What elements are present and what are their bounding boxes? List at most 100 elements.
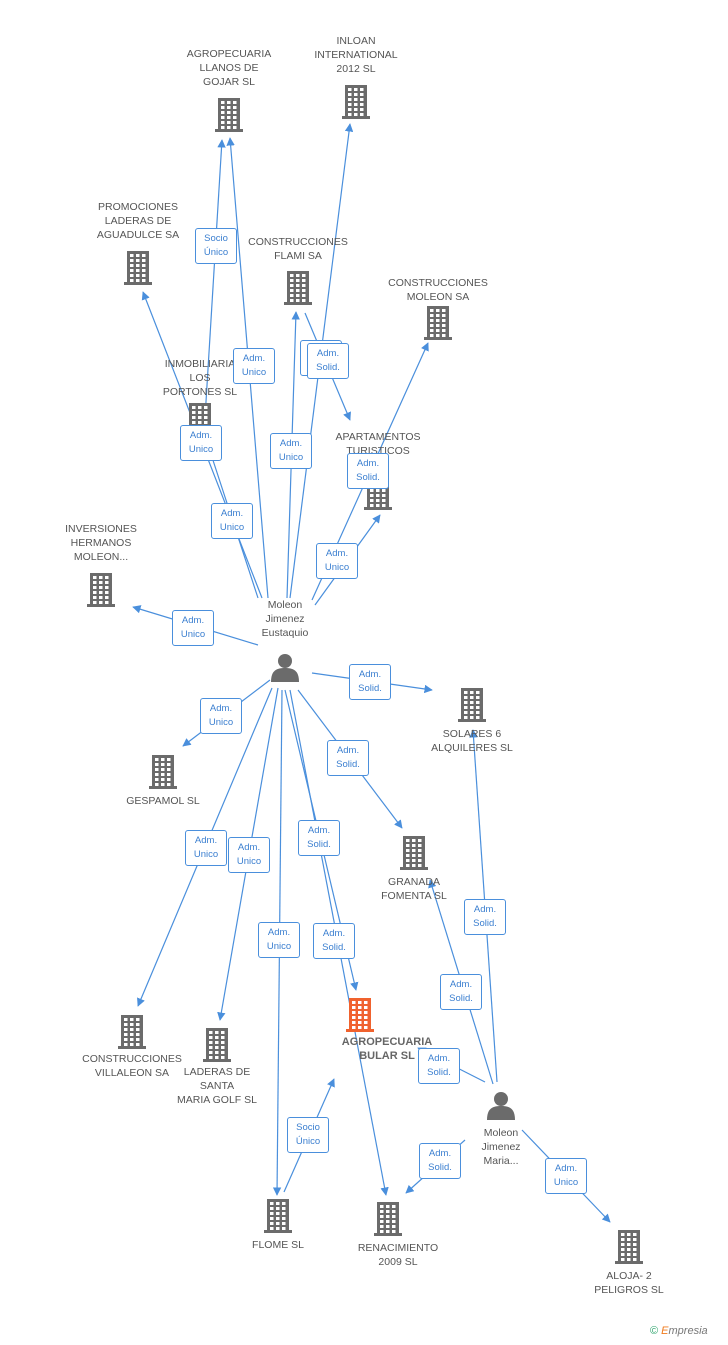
- edge-label-person_eustaquio-to-apartamentos[interactable]: Adm.Unico: [316, 543, 358, 579]
- node-label-line: PROMOCIONES: [98, 201, 178, 213]
- edge-label-person_eustaquio-to-moleon_sa[interactable]: Adm.Solid.: [347, 453, 389, 489]
- company-icon[interactable]: [342, 85, 370, 119]
- node-label-flome[interactable]: FLOME SL: [252, 1238, 304, 1252]
- edge-label-text: Solid.: [473, 918, 497, 929]
- company-icon[interactable]: [424, 306, 452, 340]
- edge-label-person_eustaquio-to-promociones[interactable]: Adm. Unico: [180, 425, 222, 461]
- company-icon[interactable]: [118, 1015, 146, 1049]
- edge-label-person_eustaquio-to-flome[interactable]: Adm.Unico: [258, 922, 300, 958]
- node-label-line: SOLARES 6: [442, 728, 502, 740]
- edge-label-text: Adm.: [220, 508, 244, 519]
- edge-label-person_eustaquio-to-bular[interactable]: Adm.Solid.: [298, 820, 340, 856]
- edge-label-person_eustaquio-to-villaleon[interactable]: Adm.Unico: [185, 830, 227, 866]
- edge-label-text: Adm.: [237, 842, 261, 853]
- node-label-line: GOJAR SL: [203, 76, 255, 88]
- node-label-line: GESPAMOL SL: [126, 795, 200, 807]
- edge-label-person_maria-to-aloja[interactable]: Adm. Unico: [545, 1158, 587, 1194]
- node-label-line: PELIGROS SL: [594, 1284, 664, 1296]
- node-label-line: INMOBILIARIA: [164, 358, 236, 370]
- focus-company-icon[interactable]: [346, 998, 374, 1032]
- edge-label-text: Adm.: [181, 615, 205, 626]
- node-label-line: LADERAS DE: [183, 1066, 251, 1078]
- edge-portones-to-agro_llanos: [204, 139, 226, 419]
- node-label-gespamol[interactable]: GESPAMOL SL: [126, 794, 200, 808]
- node-label-line: PORTONES SL: [162, 386, 238, 398]
- node-label-line: HERMANOS: [70, 537, 132, 549]
- company-icon[interactable]: [149, 755, 177, 789]
- company-icon[interactable]: [458, 688, 486, 722]
- company-icon[interactable]: [264, 1199, 292, 1233]
- edge-label-person_eustaquio-to-laderas_golf[interactable]: Adm.Unico: [228, 837, 270, 873]
- edge-label-text: Solid.: [449, 993, 473, 1004]
- node-label-line: AGROPECUARIA: [186, 48, 272, 60]
- edge-label-person_eustaquio-to-agro_llanos[interactable]: Adm.Unico: [233, 348, 275, 384]
- company-icon[interactable]: [203, 1028, 231, 1062]
- company-icon[interactable]: [124, 251, 152, 285]
- edge-label-text: Adm.: [316, 348, 340, 359]
- node-label-line: APARTAMENTOS: [335, 431, 421, 443]
- edge-label-text: Adm.: [427, 1053, 451, 1064]
- edge-label-text: Unico: [241, 367, 267, 378]
- edge-label-person_maria-to-bular[interactable]: Adm.Solid.: [418, 1048, 460, 1084]
- node-label-line: INTERNATIONAL: [314, 49, 398, 61]
- edge-label-person_eustaquio-to-portones[interactable]: Adm. Unico: [211, 503, 253, 539]
- edge-label-person_eustaquio-to-solares[interactable]: Adm.Solid.: [349, 664, 391, 700]
- edge-label-text: Adm.: [554, 1163, 578, 1174]
- edge-label-text: Adm.: [428, 1148, 452, 1159]
- company-icon[interactable]: [87, 573, 115, 607]
- edge-label-person_eustaquio-to-gespamol[interactable]: Adm.Unico: [200, 698, 242, 734]
- edge-label-text: Unico: [553, 1177, 579, 1188]
- edge-label-text: Unico: [188, 444, 214, 455]
- edge-label-person_eustaquio-to-flami[interactable]: Adm.Unico: [270, 433, 312, 469]
- edge-label-person_eustaquio-to-renacimiento[interactable]: Adm.Solid.: [313, 923, 355, 959]
- node-label-line: Eustaquio: [261, 627, 309, 639]
- company-icon[interactable]: [284, 271, 312, 305]
- node-label-line: Jimenez: [481, 1141, 521, 1153]
- empresia-logo: Empresia: [661, 1325, 708, 1337]
- edge-label-person_maria-to-renacimiento[interactable]: Adm.Solid.: [419, 1143, 461, 1179]
- node-label-line: MOLEON...: [73, 551, 129, 563]
- edge-label-person_maria-to-solares[interactable]: Adm.Solid.: [464, 899, 506, 935]
- node-label-line: MARIA GOLF SL: [177, 1094, 257, 1106]
- edge-label-flami-to-apartamentos[interactable]: Adm. Solid.: [307, 343, 349, 379]
- person-icon[interactable]: [487, 1092, 515, 1120]
- person-icon[interactable]: [271, 654, 299, 682]
- edge-label-text: Unico: [324, 562, 350, 573]
- company-icon[interactable]: [400, 836, 428, 870]
- company-icon[interactable]: [215, 98, 243, 132]
- edge-label-person_eustaquio-to-inversiones[interactable]: Adm.Unico: [172, 610, 214, 646]
- edge-label-text: Unico: [278, 452, 304, 463]
- edge-label-text: Adm.: [307, 825, 331, 836]
- edge-label-text: Adm.: [189, 430, 213, 441]
- edge-label-person_maria-to-granada[interactable]: Adm.Solid.: [440, 974, 482, 1010]
- node-label-line: LADERAS DE: [104, 215, 172, 227]
- node-label-line: MOLEON SA: [406, 291, 470, 303]
- edge-label-text: Unico: [266, 941, 292, 952]
- node-label-line: ALOJA- 2: [606, 1270, 652, 1282]
- edge-label-text: Solid.: [316, 362, 340, 373]
- edge-label-text: Unico: [193, 849, 219, 860]
- edge-label-person_eustaquio-to-granada[interactable]: Adm.Solid.: [327, 740, 369, 776]
- company-icon[interactable]: [615, 1230, 643, 1264]
- edge-label-text: Solid.: [322, 942, 346, 953]
- company-icon[interactable]: [374, 1202, 402, 1236]
- node-label-aloja[interactable]: ALOJA- 2 PELIGROS SL: [594, 1269, 663, 1297]
- edge-label-text: Unico: [219, 522, 245, 533]
